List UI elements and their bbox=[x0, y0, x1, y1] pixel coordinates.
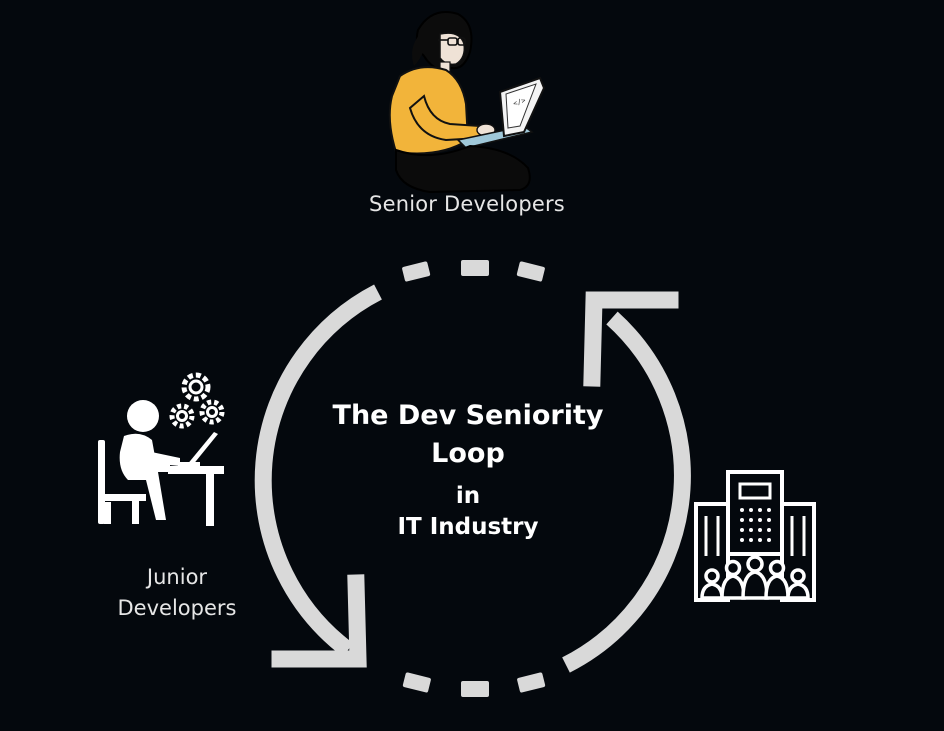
loop-title-line-3: in bbox=[455, 483, 481, 509]
loop-dash-bottom-3 bbox=[517, 672, 546, 693]
loop-dash-bottom-1 bbox=[402, 672, 431, 693]
senior-developers-label: Senior Developers bbox=[369, 192, 565, 216]
loop-right-arc bbox=[562, 311, 691, 673]
svg-text:</>: </> bbox=[512, 96, 527, 108]
junior-developers-label: Junior Developers bbox=[117, 565, 237, 620]
loop-title-line-4: IT Industry bbox=[397, 514, 539, 540]
arrowhead-bottom-left bbox=[271, 574, 367, 668]
loop-dash-top-2 bbox=[461, 260, 489, 276]
arrowhead-top-right bbox=[583, 291, 679, 387]
loop-title-line-2: Loop bbox=[431, 438, 505, 469]
loop-dash-bottom-2 bbox=[461, 681, 489, 697]
loop-dash-top-1 bbox=[402, 261, 431, 282]
loop-dash-top-3 bbox=[516, 261, 545, 282]
loop-title-line-1: The Dev Seniority bbox=[332, 400, 604, 431]
loop-left-arc bbox=[254, 284, 382, 657]
